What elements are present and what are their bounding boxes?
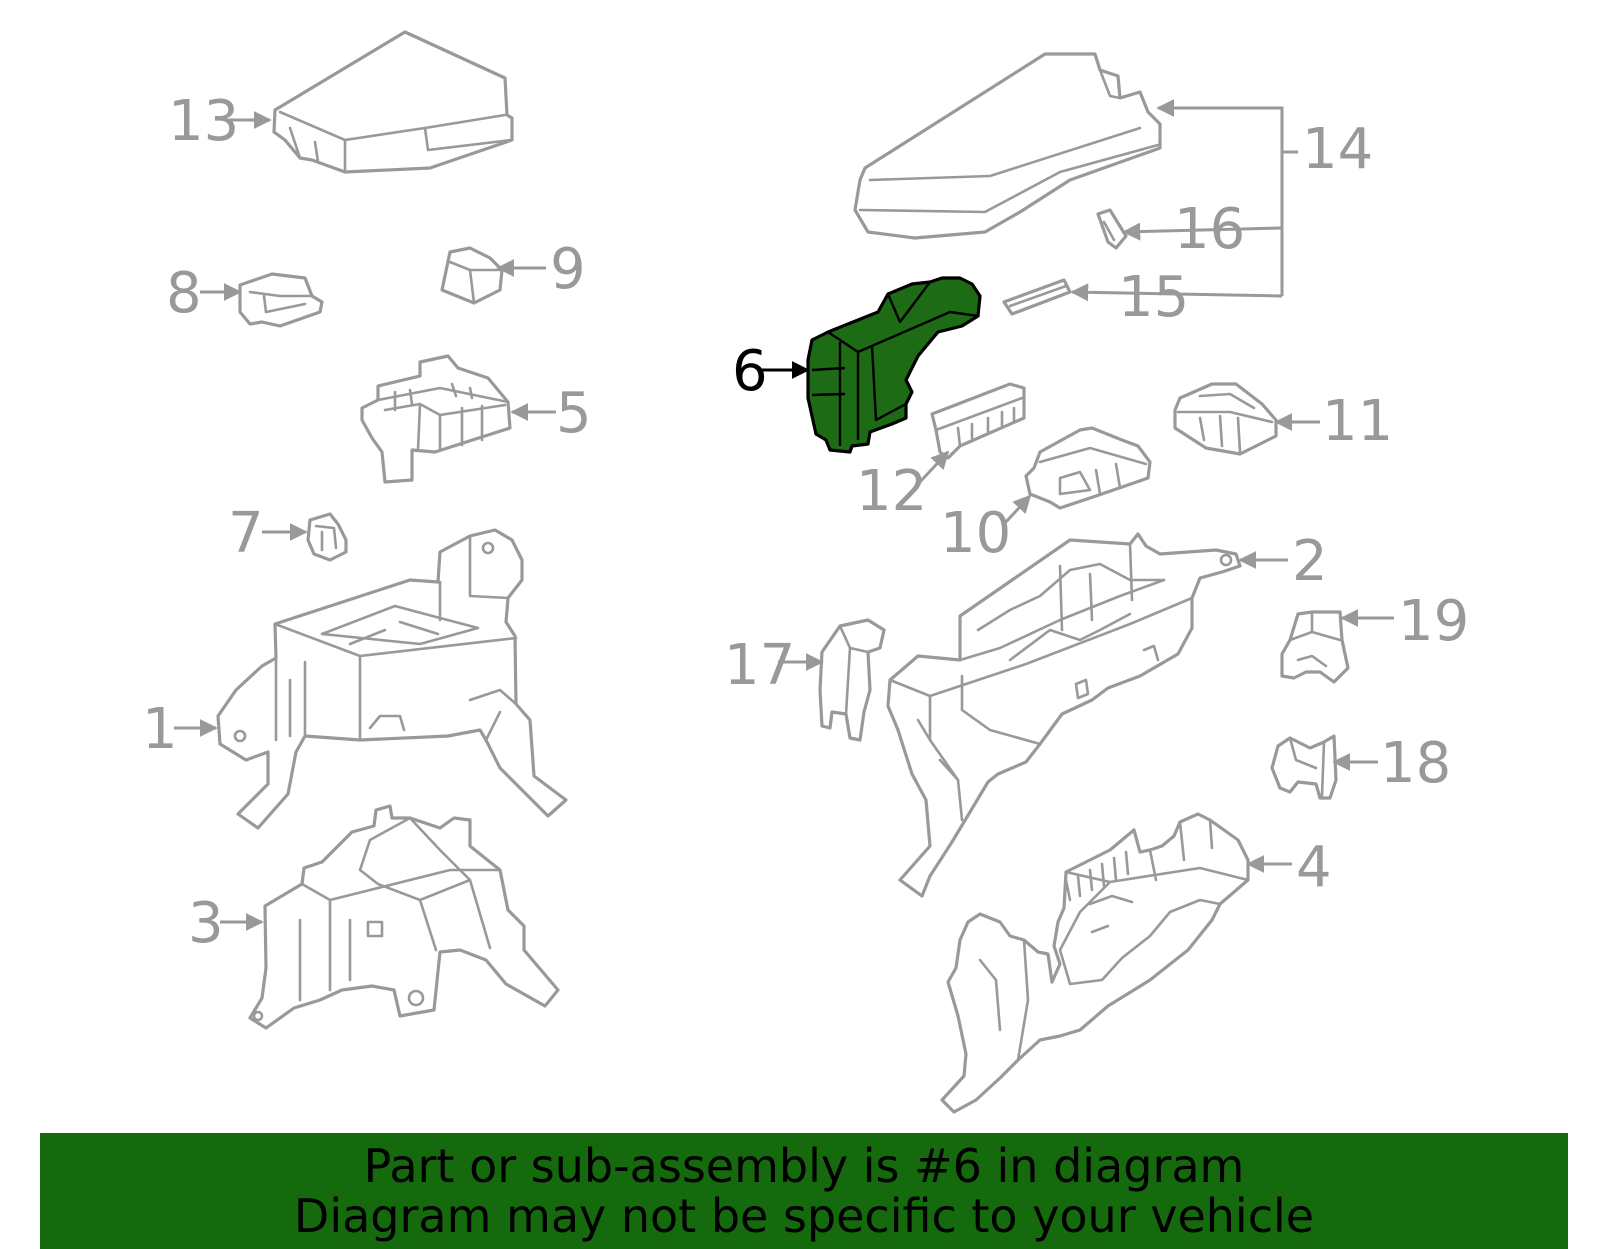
callout-7: 7 xyxy=(228,501,264,566)
callout-8: 8 xyxy=(166,261,202,326)
part-11-holder xyxy=(1173,382,1278,456)
callout-9: 9 xyxy=(550,237,586,302)
callout-4: 4 xyxy=(1296,835,1332,900)
callout-6: 6 xyxy=(732,339,768,404)
callout-18: 18 xyxy=(1380,731,1451,796)
leader-14 xyxy=(1156,99,1298,154)
callout-15: 15 xyxy=(1118,265,1189,330)
part-16-clip xyxy=(1096,208,1128,250)
part-3-bracket xyxy=(248,804,560,1030)
part-14-cover xyxy=(853,52,1162,240)
banner-line-1: Part or sub-assembly is #6 in diagram xyxy=(363,1139,1245,1193)
part-2-box xyxy=(886,532,1242,898)
callout-1: 1 xyxy=(142,697,178,762)
callout-19: 19 xyxy=(1398,589,1469,654)
part-5-relay-block xyxy=(360,354,512,484)
callout-2: 2 xyxy=(1292,529,1328,594)
part-13-cover xyxy=(272,30,514,174)
part-9-relay xyxy=(440,246,504,305)
part-1-bracket xyxy=(216,528,568,830)
banner-line-2: Diagram may not be specific to your vehi… xyxy=(293,1189,1315,1243)
callout-11: 11 xyxy=(1322,389,1393,454)
callout-17: 17 xyxy=(724,633,795,698)
callout-14: 14 xyxy=(1302,117,1373,182)
part-6-highlighted xyxy=(806,276,982,454)
leader-12 xyxy=(916,450,950,486)
leader-10 xyxy=(1002,494,1032,526)
info-banner: Part or sub-assembly is #6 in diagram Di… xyxy=(40,1133,1568,1249)
leader-15 xyxy=(1070,283,1283,302)
callout-3: 3 xyxy=(188,891,224,956)
callout-16: 16 xyxy=(1174,197,1245,262)
leader-16 xyxy=(1122,222,1283,241)
part-18-retainer xyxy=(1270,734,1338,800)
part-4-housing xyxy=(940,812,1250,1114)
part-10-holder xyxy=(1024,426,1152,510)
part-15-strip xyxy=(1002,278,1072,316)
callout-12: 12 xyxy=(856,459,927,524)
callout-10: 10 xyxy=(940,501,1011,566)
callout-13: 13 xyxy=(168,89,239,154)
callout-5: 5 xyxy=(556,381,592,446)
part-19-clip xyxy=(1280,610,1350,684)
part-7-connector xyxy=(306,512,348,562)
part-12-strip xyxy=(930,382,1026,460)
part-17-bracket xyxy=(818,618,886,742)
part-8-block xyxy=(238,272,324,328)
